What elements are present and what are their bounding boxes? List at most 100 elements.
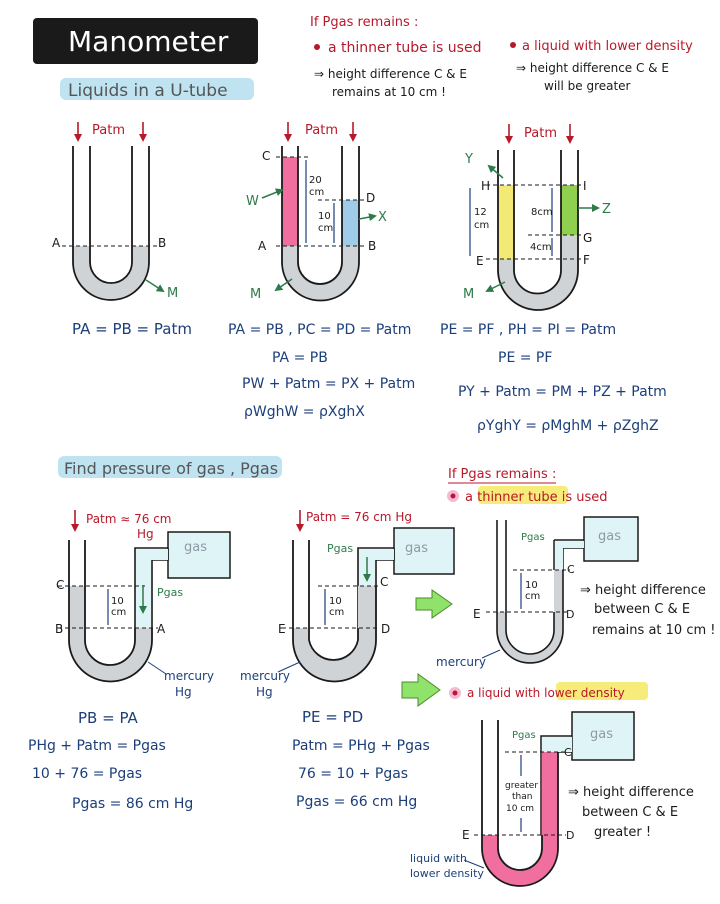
gas-in-pipe [359,549,394,560]
diagram-gas-2: Patm = 76 cm Hg gas 10 cm Pgas C E D mer… [240,510,455,810]
pointer-line [277,661,301,673]
gas-in-pipe [555,548,563,570]
diagram-utube-1: Patm A B M PA = PB = Patm [52,122,192,338]
label-m: M [250,287,261,302]
diagram-utube-2: Patm 20 cm 10 cm C D A B W X M PA = PB ,… [228,122,415,420]
label-e: E [473,607,481,621]
patm-label: Patm [305,123,338,138]
bullet-icon [510,42,516,48]
pgas-label: Pgas [327,542,353,555]
liquid-w [282,157,298,246]
gas-box [571,711,635,761]
dim-unit: cm [111,607,126,618]
dim-greater: greater [505,781,538,791]
hg-label: Hg [256,685,273,699]
gas-box [167,531,231,579]
tube-outer [496,520,564,664]
note: greater ! [594,825,651,840]
label-b: B [55,622,63,636]
liquid-label: liquid with [410,852,467,865]
mercury-fill [73,246,149,300]
gas-label: gas [590,727,613,742]
patm-label: Patm [524,126,557,141]
label-d: D [366,191,375,205]
diagram-lower-density: gas Pgas greater than 10 cm C E D liquid… [410,711,694,887]
label-m: M [167,286,178,301]
equation: PA = PB = Patm [72,320,192,338]
note-line-4: will be greater [544,79,631,93]
label-z: Z [602,202,611,217]
tube-outer [281,146,360,302]
highlight [556,682,648,700]
equation: PY + Patm = PM + PZ + Patm [458,384,667,400]
note: remains at 10 cm ! [592,623,715,638]
label-a: A [52,236,61,250]
section2-title: Find pressure of gas , Pgas [64,459,278,478]
dim-unit: cm [329,607,344,618]
bullet-2-text: a liquid with lower density [467,686,625,700]
equation: PE = PD [302,708,363,726]
gas-label: gas [184,540,207,555]
tube-inner [297,146,343,285]
gas-box [583,516,639,562]
label-c: C [262,149,270,163]
pointer-arrow-icon [274,278,293,292]
tube-outer [68,540,153,683]
equation: PA = PB [272,350,328,366]
hg-label: Hg [175,685,192,699]
gas-label: gas [405,541,428,556]
gas-in-pipe [542,737,572,752]
note-bullet-2: a liquid with lower density [522,39,693,54]
label-b: B [368,239,376,253]
gas-pipe [134,547,168,628]
diagram-gas-1: Patm ≈ 76 cm Hg gas 10 cm Pgas C B A mer… [28,510,231,812]
equation: PA = PB , PC = PD = Patm [228,322,411,338]
note: between C & E [594,602,690,617]
label-c: C [380,575,388,589]
equation: Pgas = 66 cm Hg [296,794,417,810]
liquid-z [561,185,578,235]
mercury-label: mercury [164,669,214,683]
note: between C & E [582,805,678,820]
pointer-arrow-icon [145,279,165,293]
bullet-icon [314,44,320,50]
page-title: Manometer [68,25,229,58]
bullet-icon [452,690,458,696]
label-m: M [463,287,474,302]
equation: Pgas = 86 cm Hg [72,796,193,812]
note-line-1: ⇒ height difference C & E [314,67,467,81]
note-bullet-1: a thinner tube is used [328,40,481,56]
pgas-label: Pgas [512,730,536,741]
dim-20: 20 [309,175,322,186]
label-y: Y [464,152,473,167]
dim-unit: cm [318,223,333,234]
note-line-2: remains at 10 cm ! [332,85,446,99]
pgas-label: Pgas [521,532,545,543]
liquid-y [498,185,514,259]
tube-outer [481,720,559,887]
equation: PHg + Patm = Pgas [28,738,166,754]
diagram-thin-tube: gas Pgas 10 cm C E D mercury ⇒ height di… [436,516,715,669]
label-e: E [278,622,286,636]
bullet-2: a liquid with lower density [449,682,648,700]
dim-10: 10 [111,596,124,607]
note: ⇒ height difference [568,785,694,800]
dim-unit: cm [474,220,489,231]
bullet-icon [450,493,456,499]
equation: 10 + 76 = Pgas [32,766,142,782]
dim-10: 10 [329,596,342,607]
tube-outer [72,146,150,301]
dim-10: 10 [318,211,331,222]
patm-label: Patm [92,123,125,138]
equation: PE = PF [498,350,552,366]
label-d: D [566,608,574,621]
tube-inner [84,540,136,666]
diagram-utube-3: Patm 12 cm 8cm 4cm H I G E F Y Z M PE = … [440,124,667,434]
pointer-arrow-icon [487,164,504,179]
label-x: X [378,210,387,225]
highlight [478,486,568,504]
equation: PW + Patm = PX + Patm [242,376,415,392]
pointer-arrow-icon [485,281,506,292]
patm-label: Patm ≈ 76 cm [86,512,172,526]
